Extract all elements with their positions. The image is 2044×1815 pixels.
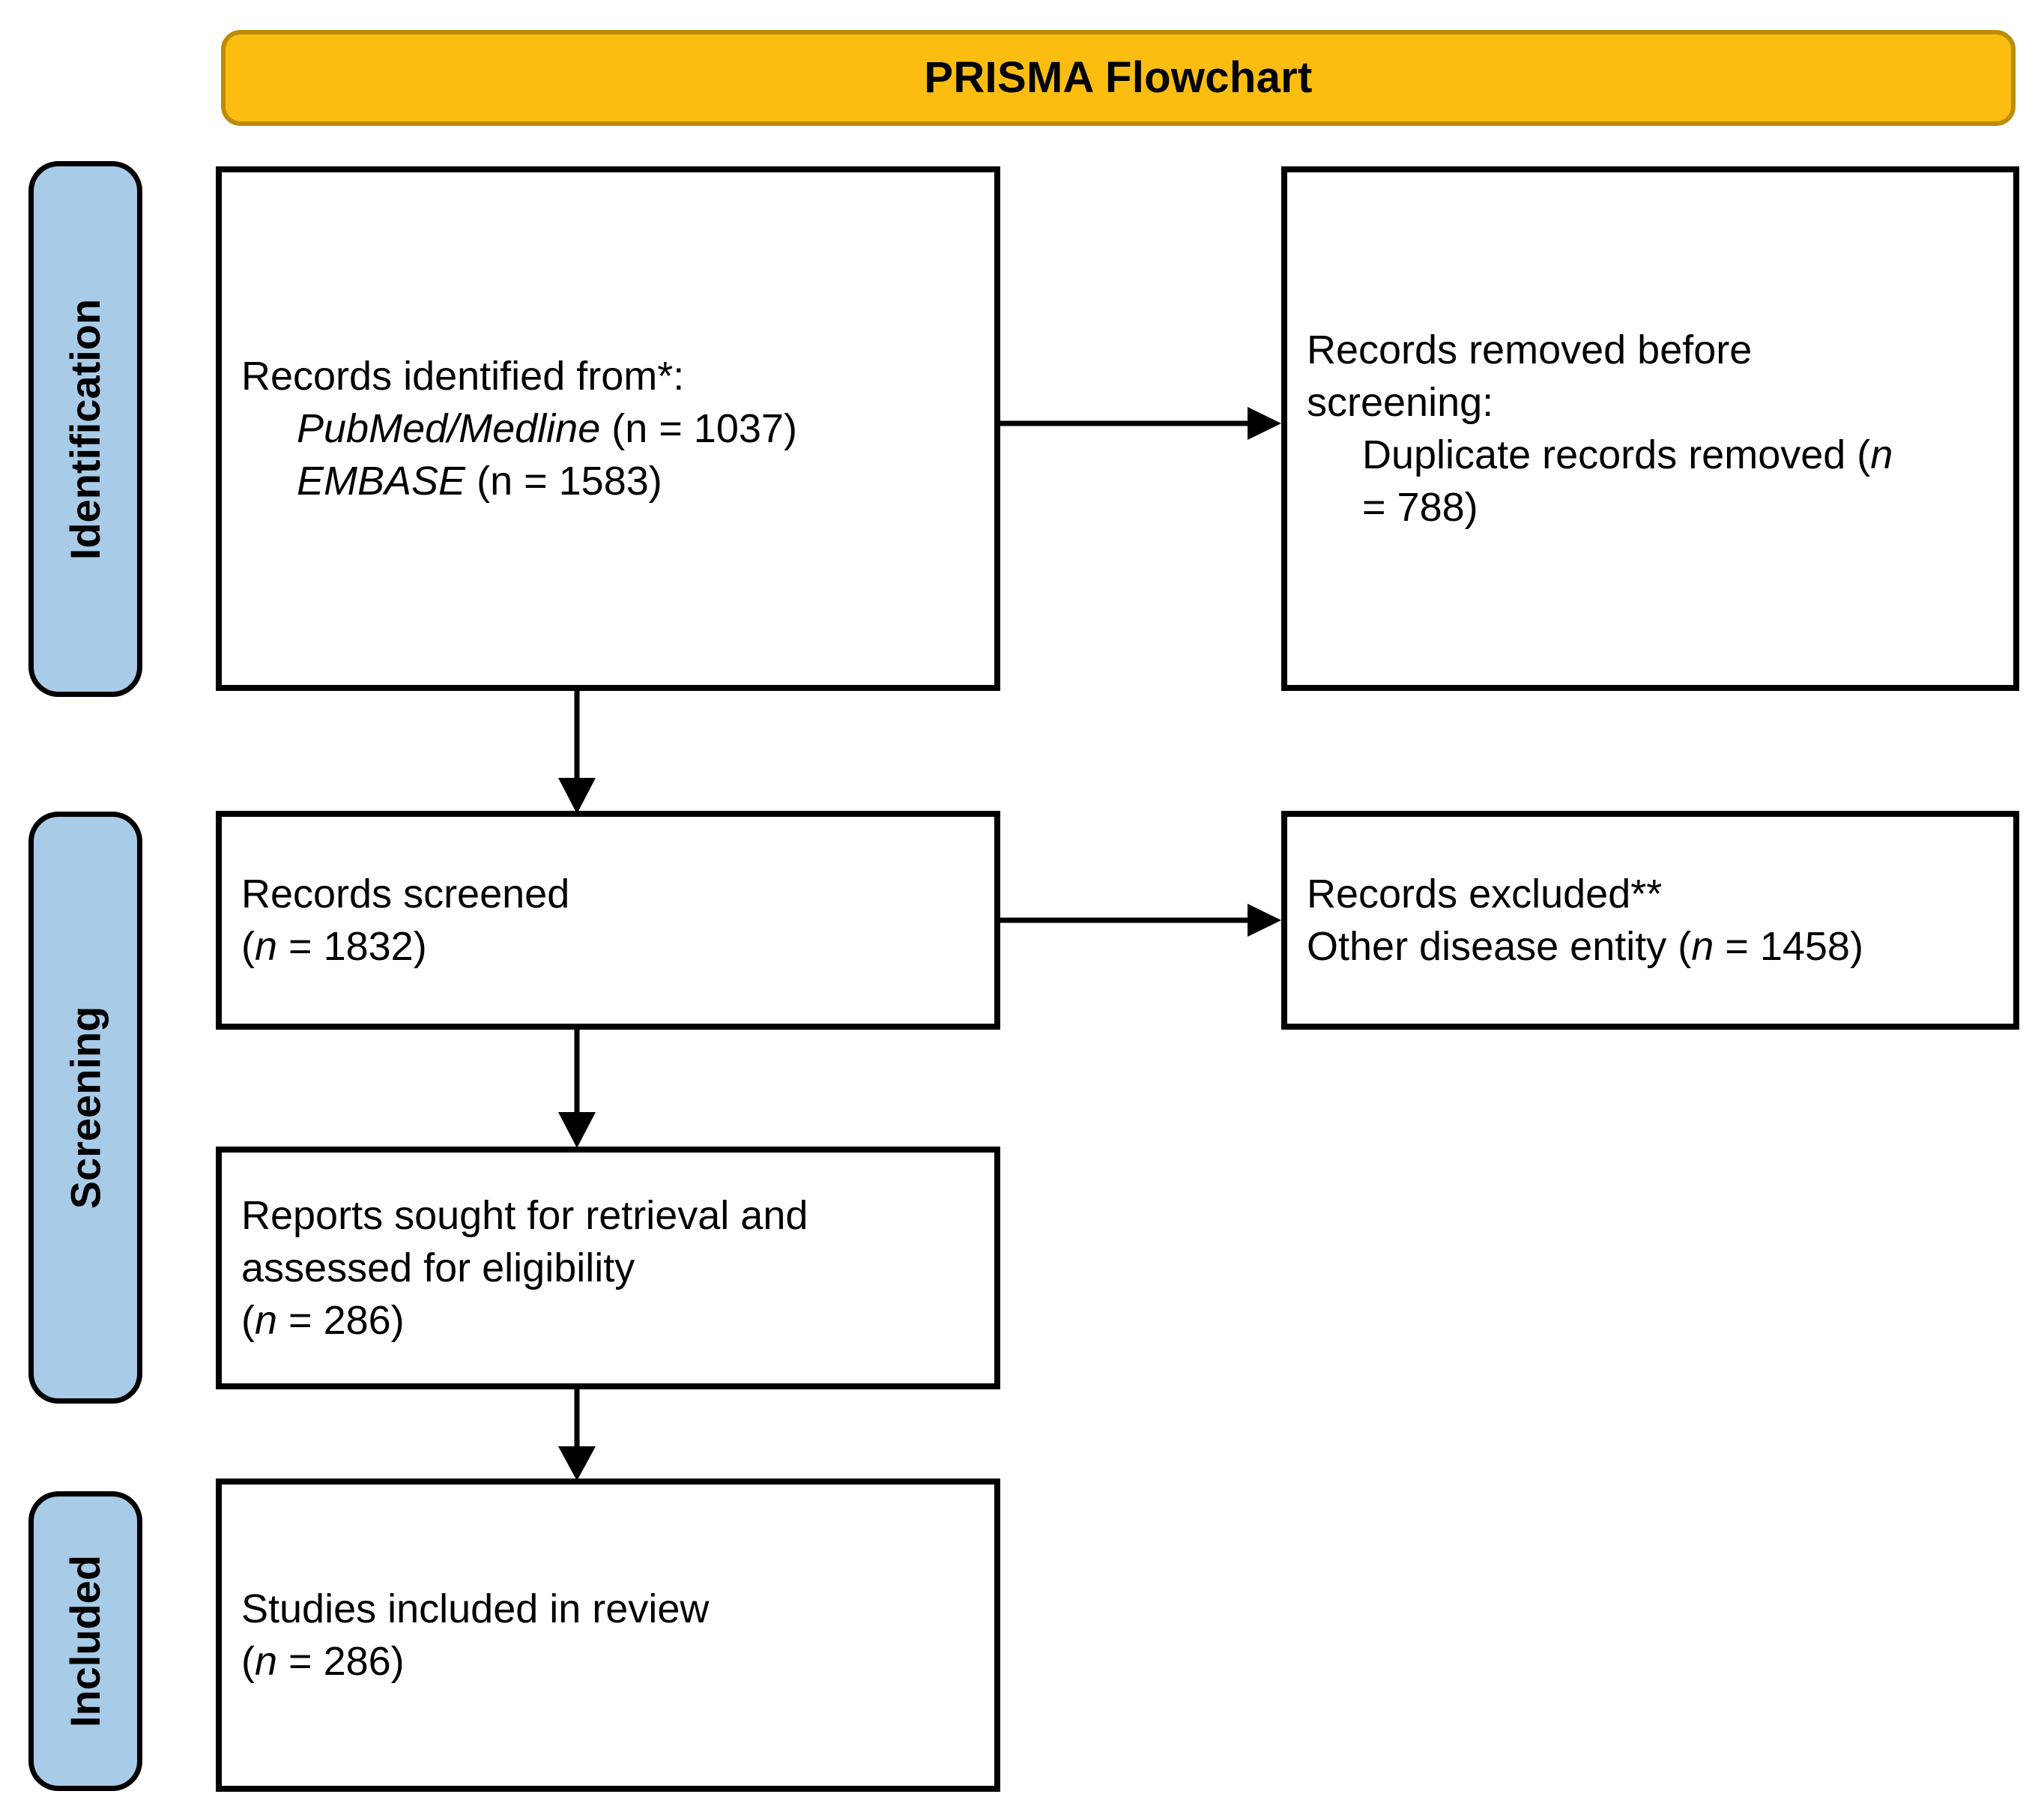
duplicate-records-removed-line2: = 788) (1362, 485, 1478, 531)
source-count-embase: (n = 1583) (465, 459, 662, 504)
duplicate-records-removed-line1: Duplicate records removed (n (1307, 429, 1994, 481)
box-records-screened: Records screened (n = 1832) (216, 811, 1000, 1030)
records-screened-count: (n = 1832) (241, 920, 975, 973)
arrow-identified-to-removed (1000, 401, 1285, 446)
source-name-pubmed: PubMed/Medline (297, 405, 601, 451)
reports-sought-heading-line2: assessed for eligibility (241, 1245, 635, 1290)
stage-label-identification: Identification (28, 161, 142, 697)
stage-label-identification-text: Identification (61, 298, 109, 560)
records-screened-heading: Records screened (241, 871, 570, 916)
duplicate-records-removed-text: Duplicate records removed ( (1362, 432, 1871, 477)
paren-open-included: ( (241, 1639, 255, 1684)
arrow-screened-to-excluded (1000, 898, 1285, 943)
records-identified-heading: Records identified from*: (241, 353, 685, 399)
paren-open-screened: ( (241, 924, 255, 969)
n-symbol-sought: n (254, 1298, 278, 1344)
arrow-screened-to-sought (554, 1027, 599, 1151)
records-excluded-heading: Records excluded** (1307, 871, 1663, 916)
source-name-embase: EMBASE (297, 459, 466, 504)
n-symbol-included: n (254, 1639, 278, 1684)
stage-label-screening: Screening (28, 812, 142, 1404)
box-studies-included: Studies included in review (n = 286) (216, 1479, 1000, 1792)
count-value-screened: = 1832) (277, 924, 427, 969)
page-title: PRISMA Flowchart (924, 53, 1313, 102)
reports-sought-count: (n = 286) (241, 1294, 975, 1347)
reports-sought-heading-line1: Reports sought for retrieval and (241, 1192, 808, 1238)
box-records-excluded: Records excluded** Other disease entity … (1281, 811, 2019, 1030)
stage-label-included-text: Included (61, 1554, 109, 1728)
source-count-pubmed: (n = 1037) (600, 405, 797, 451)
box-reports-sought: Reports sought for retrieval and assesse… (216, 1147, 1000, 1389)
records-removed-heading-line2: screening: (1307, 379, 1494, 425)
flowchart-header-banner: PRISMA Flowchart (221, 30, 2016, 126)
count-value-excluded: = 1458) (1714, 924, 1863, 969)
count-value-sought: = 286) (277, 1298, 405, 1344)
stage-label-included: Included (28, 1491, 142, 1791)
n-symbol-excluded: n (1691, 924, 1714, 969)
paren-open-sought: ( (241, 1298, 255, 1344)
count-value-included: = 286) (277, 1639, 405, 1684)
stage-label-screening-text: Screening (61, 1006, 109, 1210)
n-symbol-duplicates: n (1870, 432, 1893, 477)
records-identified-source-pubmed: PubMed/Medline (n = 1037) (241, 402, 975, 455)
studies-included-heading: Studies included in review (241, 1586, 710, 1631)
studies-included-count: (n = 286) (241, 1635, 975, 1688)
records-removed-heading-line1: Records removed before (1307, 327, 1753, 372)
reason-text-other-disease: Other disease entity ( (1307, 924, 1692, 969)
box-records-identified: Records identified from*: PubMed/Medline… (216, 166, 1000, 691)
n-symbol-screened: n (254, 924, 278, 969)
arrow-identified-to-screened (554, 688, 599, 817)
box-records-removed: Records removed before screening: Duplic… (1281, 166, 2019, 691)
records-identified-source-embase: EMBASE (n = 1583) (241, 455, 975, 507)
records-excluded-reason: Other disease entity (n = 1458) (1307, 920, 1994, 973)
arrow-sought-to-included (554, 1386, 599, 1484)
